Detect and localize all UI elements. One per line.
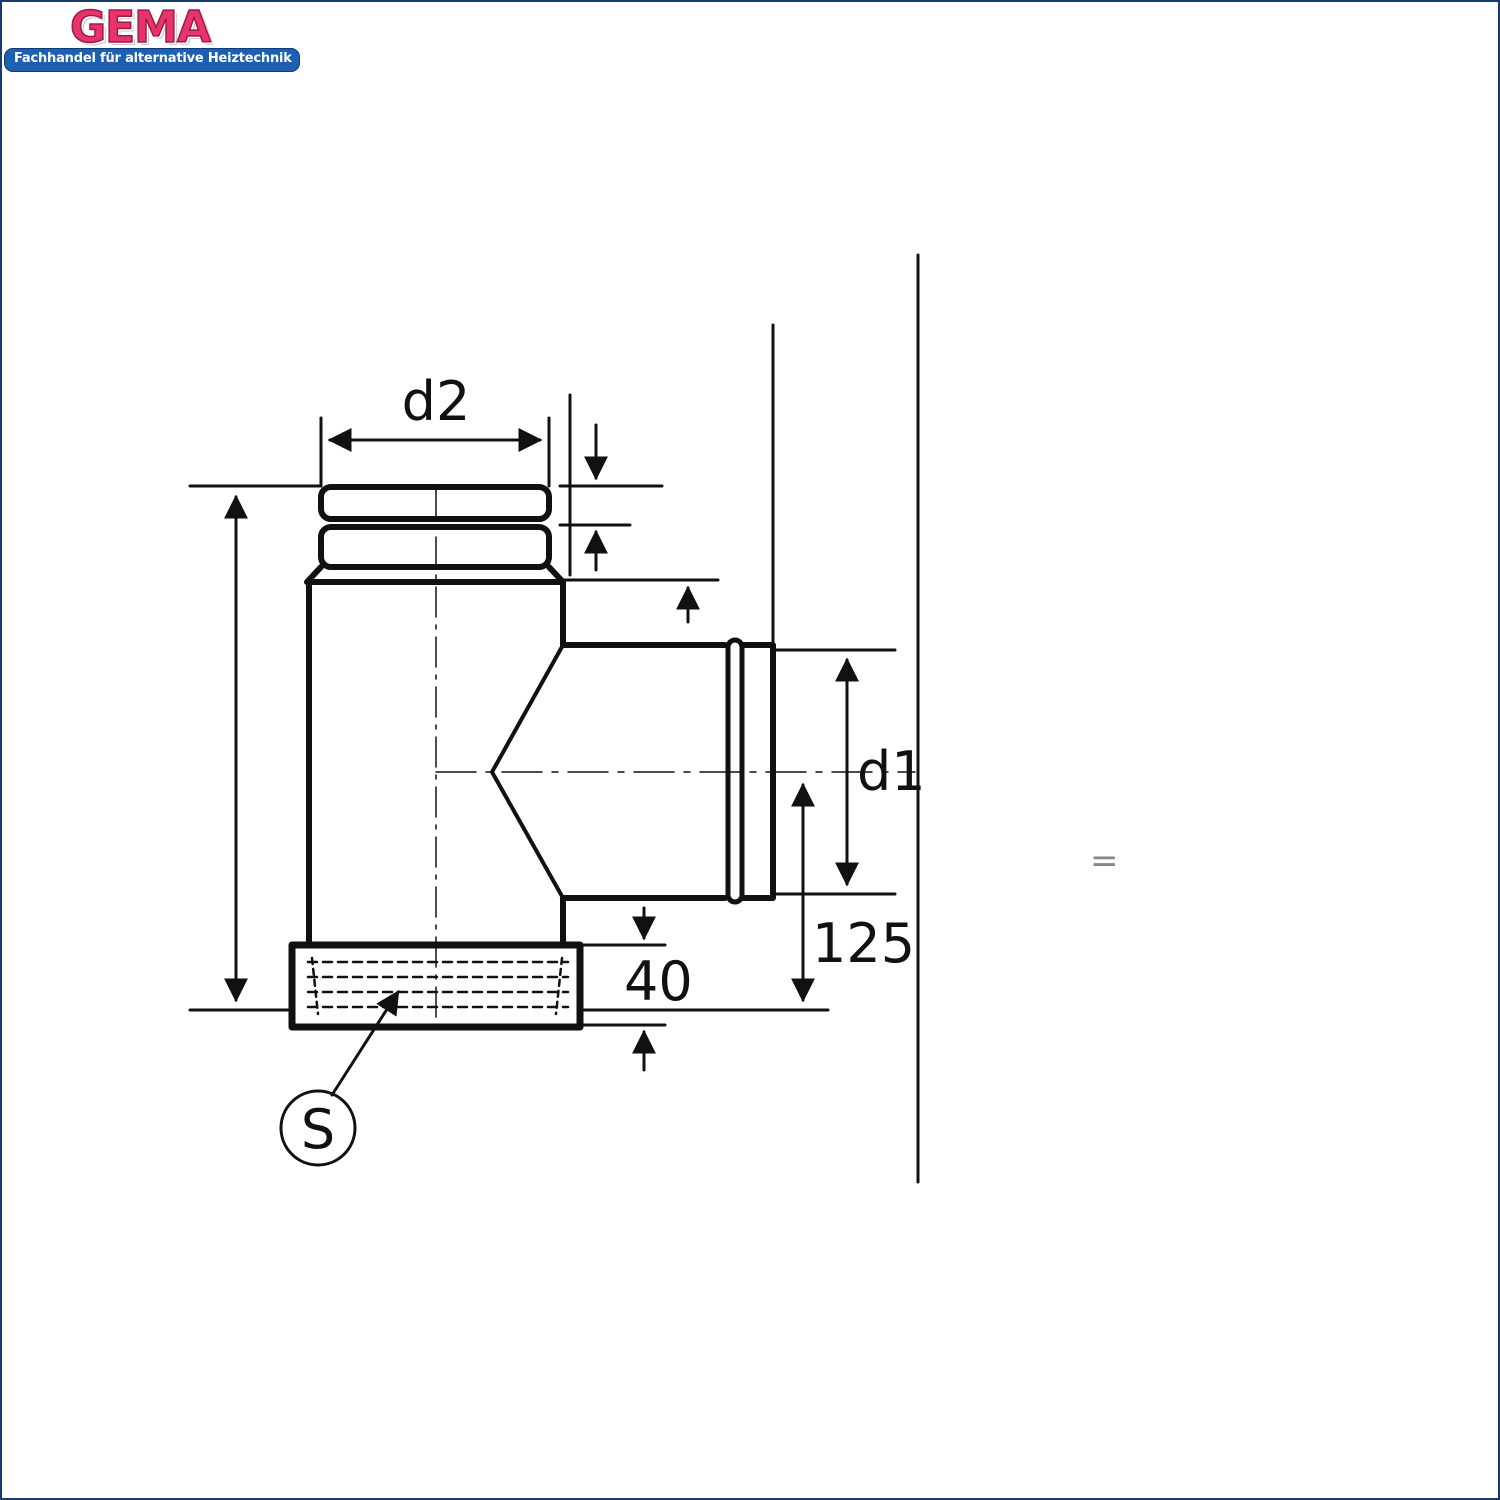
tee-body — [306, 579, 728, 948]
logo-brand-text: GEMA — [69, 1, 212, 54]
dimension-arrows — [224, 423, 859, 1072]
callout-s-label: S — [301, 1098, 335, 1161]
extension-lines — [188, 393, 897, 1027]
top-socket — [304, 484, 566, 585]
logo-tagline-bar — [4, 48, 300, 72]
branch-socket — [725, 637, 776, 905]
dim-40-label: 40 — [624, 950, 693, 1013]
d1-label: d1 — [857, 740, 926, 803]
gema-logo: GEMA Fachhandel für alternative Heiztech… — [4, 1, 304, 76]
dim-125-label: 125 — [812, 912, 915, 975]
d2-label: d2 — [402, 370, 471, 433]
callout-s: S — [279, 989, 400, 1167]
side-mark-label: = — [1090, 841, 1119, 881]
logo-tagline-text: Fachhandel für alternative Heiztechnik — [14, 51, 292, 66]
